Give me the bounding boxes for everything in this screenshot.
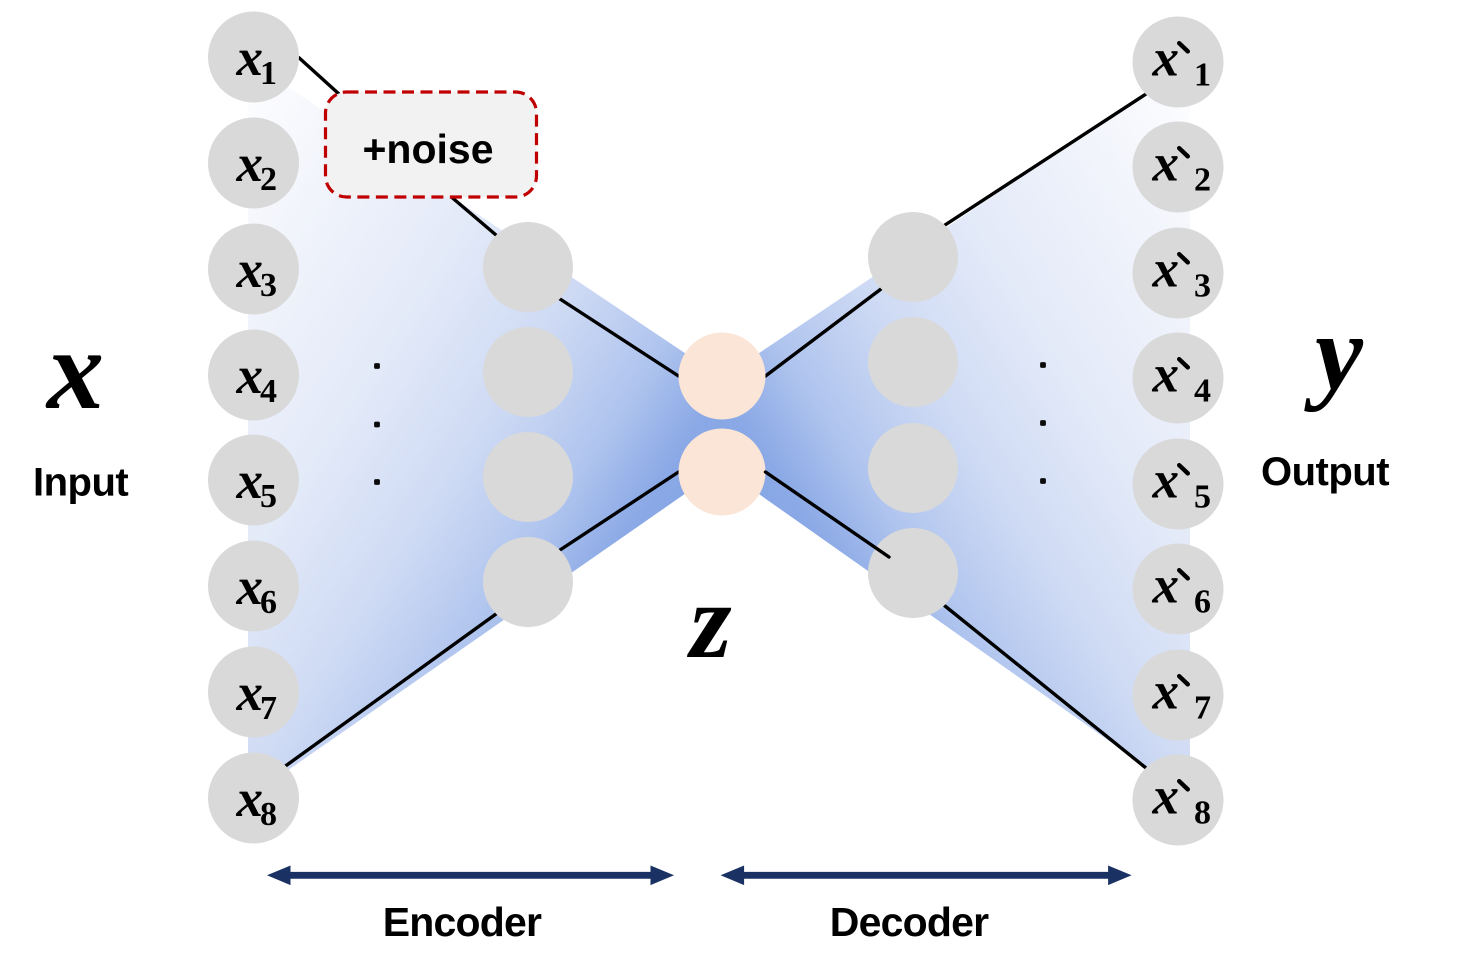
- svg-text:8: 8: [1194, 795, 1211, 832]
- svg-text:x: x: [1152, 452, 1180, 510]
- svg-text:Input: Input: [33, 461, 128, 505]
- svg-text:x: x: [1152, 135, 1180, 193]
- svg-text:4: 4: [260, 373, 277, 410]
- svg-text:2: 2: [1194, 162, 1211, 199]
- svg-text:2: 2: [260, 161, 277, 198]
- svg-text:6: 6: [1194, 584, 1211, 621]
- svg-text:x: x: [236, 770, 264, 828]
- svg-text:5: 5: [260, 478, 277, 515]
- svg-text:1: 1: [1194, 57, 1211, 94]
- svg-text:Decoder: Decoder: [830, 899, 989, 945]
- svg-text:x: x: [236, 29, 264, 87]
- svg-text:4: 4: [1194, 373, 1211, 410]
- svg-text:+noise: +noise: [362, 126, 493, 172]
- svg-text:7: 7: [1194, 690, 1211, 727]
- svg-text:x: x: [236, 452, 264, 510]
- svg-text:x: x: [45, 306, 104, 433]
- svg-text:x: x: [236, 135, 264, 193]
- svg-text:3: 3: [260, 267, 277, 304]
- svg-text:x: x: [236, 241, 264, 299]
- svg-text:5: 5: [1194, 479, 1211, 516]
- svg-text:6: 6: [260, 584, 277, 621]
- svg-text:z: z: [686, 563, 732, 681]
- svg-text:7: 7: [260, 690, 277, 727]
- svg-text:x: x: [236, 664, 264, 722]
- svg-text:x: x: [1152, 768, 1180, 826]
- svg-text:x: x: [1152, 346, 1180, 404]
- svg-text:Output: Output: [1261, 450, 1389, 494]
- svg-text:x: x: [1152, 241, 1180, 299]
- svg-text:x: x: [1152, 557, 1180, 615]
- svg-text:3: 3: [1194, 268, 1211, 305]
- svg-text:x: x: [1152, 30, 1180, 88]
- svg-text:Encoder: Encoder: [383, 899, 542, 945]
- svg-text:x: x: [236, 347, 264, 405]
- svg-text:1: 1: [260, 55, 277, 92]
- svg-text:x: x: [236, 558, 264, 616]
- svg-text:x: x: [1152, 663, 1180, 721]
- svg-text:8: 8: [260, 796, 277, 833]
